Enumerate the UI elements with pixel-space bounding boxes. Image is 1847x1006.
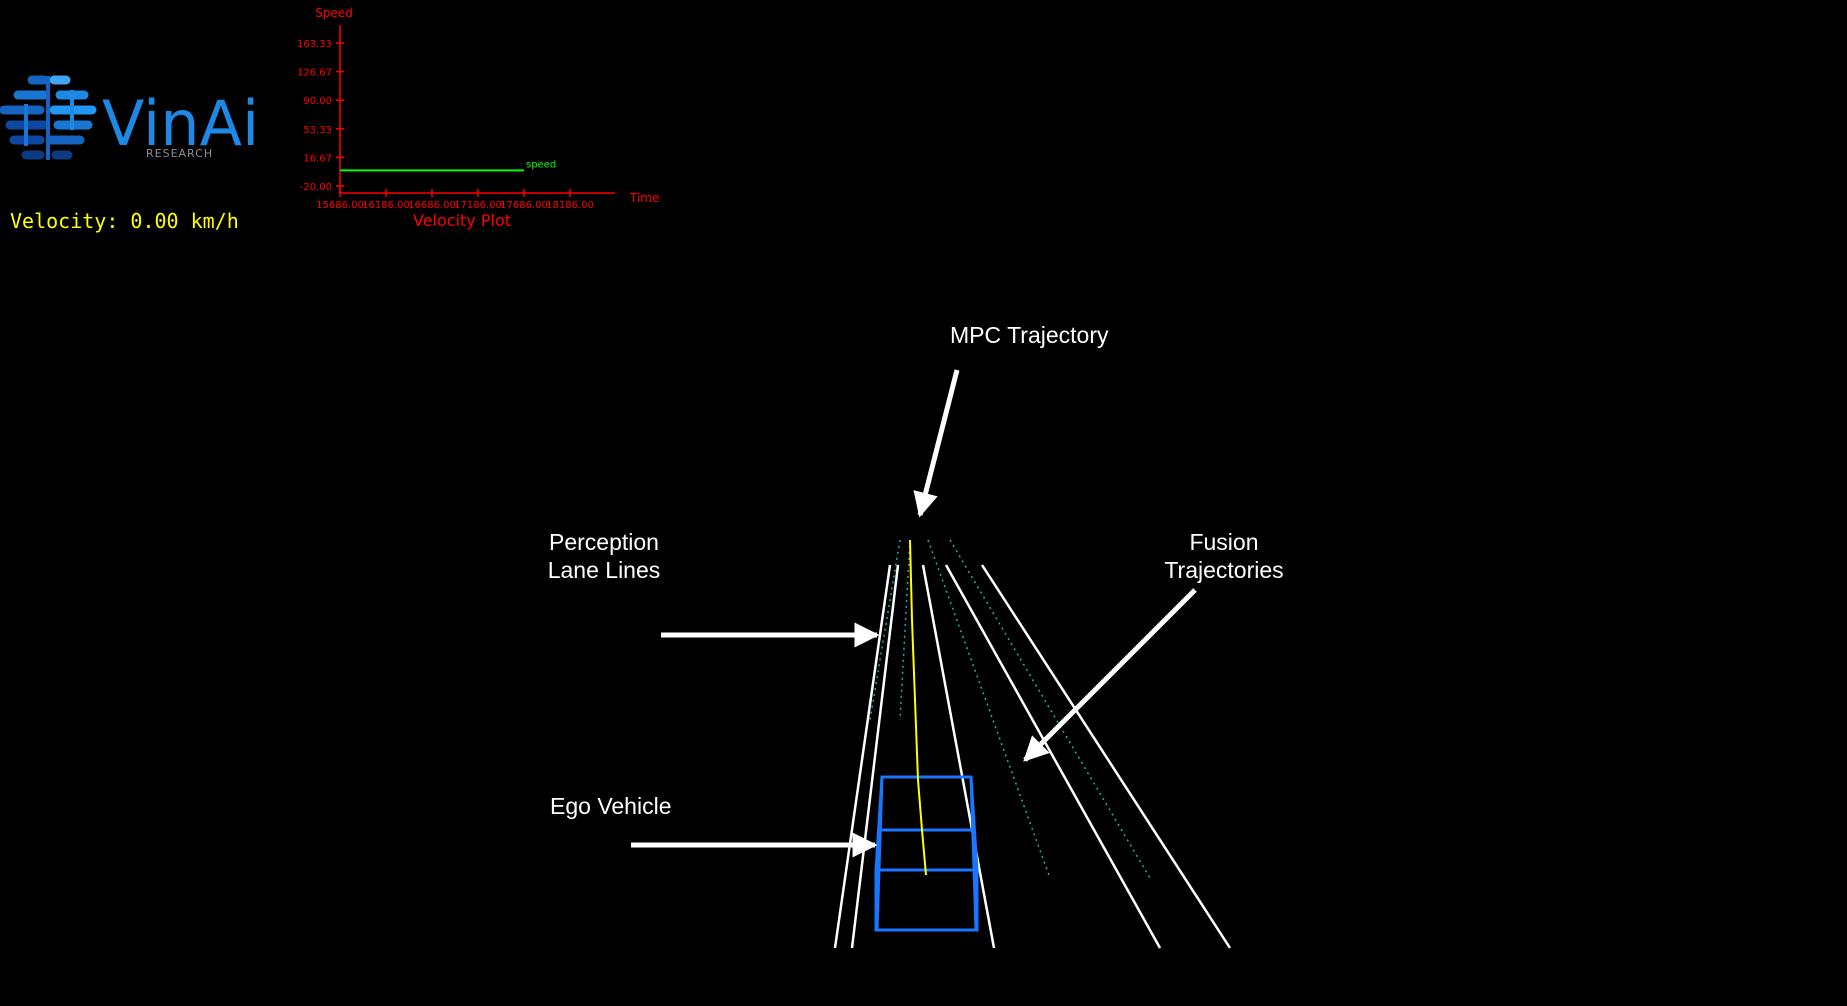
mpc-arrow-icon	[913, 369, 960, 518]
plot-y-tick-label: 126.67	[297, 68, 332, 79]
perception-lane-lines-label: Perception Lane Lines	[547, 529, 661, 583]
plot-y-tick-label: -20.00	[300, 182, 332, 193]
plot-title: Velocity Plot	[413, 211, 511, 230]
lane-line-right-inner	[944, 564, 1162, 949]
ego-vehicle-top	[874, 775, 979, 872]
velocity-plot: 163.33 126.67 90.00 53.33 16.67 -20.00 15686.…	[297, 6, 659, 230]
ego-vehicle-front	[874, 868, 979, 932]
fusion-trajectory-mid	[927, 539, 1051, 879]
plot-y-tick-label: 163.33	[297, 39, 332, 50]
mpc-trajectory-line	[909, 539, 927, 876]
plot-x-tick-label: 17186.00	[454, 200, 502, 211]
plot-y-ticks: 163.33 126.67 90.00 53.33 16.67 -20.00	[297, 39, 344, 193]
fusion-arrow-icon	[1023, 588, 1197, 762]
ego-vehicle-label: Ego Vehicle	[550, 793, 672, 819]
plot-x-tick-label: 18186.00	[546, 200, 594, 211]
lane-line-center	[921, 564, 996, 949]
fusion-trajectory-mid-left	[899, 539, 911, 721]
fusion-trajectory-right	[949, 539, 1151, 879]
ego-vehicle-right-edge	[969, 776, 978, 931]
plot-x-tick-label: 17686.00	[500, 200, 548, 211]
fusion-trajectories-label: Fusion Trajectories	[1164, 529, 1284, 583]
logo-wordmark: VinAi	[102, 87, 259, 160]
plot-series-label: speed	[526, 159, 556, 170]
fusion-trajectories	[869, 539, 1151, 879]
perception-lane-lines	[833, 564, 1232, 949]
plot-x-ticks: 15686.0016186.0016686.0017186.0017686.00…	[316, 189, 594, 211]
velocity-readout: Velocity: 0.00 km/h	[10, 209, 239, 233]
mpc-trajectory-label: MPC Trajectory	[950, 322, 1109, 348]
ego-vehicle-left-edge	[875, 776, 884, 931]
lane-line-left-inner	[850, 564, 900, 949]
lane-line-right-outer	[980, 564, 1232, 949]
plot-y-label: Speed	[315, 6, 353, 20]
plot-x-label: Time	[629, 191, 659, 205]
plot-y-tick-label: 90.00	[303, 96, 332, 107]
logo-subtitle: RESEARCH	[146, 147, 213, 160]
plot-x-tick-label: 15686.00	[316, 200, 364, 211]
plot-series: speed	[340, 159, 556, 172]
plot-y-tick-label: 16.67	[303, 153, 332, 164]
fusion-trajectory-left	[869, 539, 901, 721]
plot-x-tick-label: 16186.00	[362, 200, 410, 211]
ego-vehicle-box	[874, 775, 979, 932]
plot-x-tick-label: 16686.00	[408, 200, 456, 211]
annotation-arrows	[631, 369, 1197, 858]
lane-line-left-outer	[833, 564, 892, 949]
plot-y-tick-label: 53.33	[303, 125, 332, 136]
logo-mark-icon	[0, 75, 97, 160]
